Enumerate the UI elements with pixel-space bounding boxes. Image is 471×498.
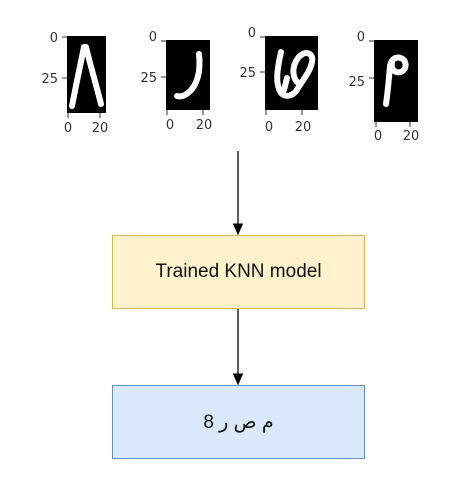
digit-image-2: 0 25 0 20 [140,30,212,133]
image-4-xtick-20: 20 [403,129,420,144]
image-3-xtick-20: 20 [295,120,312,135]
image-2-background [166,40,210,110]
image-4-background [374,40,418,122]
image-1-ytick-25: 25 [41,72,58,87]
image-4-ytick-25: 25 [348,75,365,90]
image-1-xtick-20: 20 [92,121,109,136]
image-2-glyph-stroke [174,51,203,100]
image-3-ytick-0: 0 [248,26,256,41]
image-2-xtick-20: 20 [196,118,213,133]
image-4-ytick-0: 0 [357,30,365,45]
digit-image-1: 0 25 0 20 [41,31,108,136]
image-3-glyph-stroke [274,49,316,99]
image-1-glyph-stroke [69,44,104,109]
image-3-ytick-25: 25 [239,66,256,81]
image-2-ytick-0: 0 [149,30,157,45]
knn-model-box: Trained KNN model [112,235,365,309]
image-2-ytick-25: 25 [140,71,157,86]
image-1-ytick-0: 0 [50,31,58,46]
image-4-glyph-stroke [383,54,409,107]
digit-image-4: 0 25 0 20 [348,30,419,144]
prediction-output-box: م ص ر 8 [112,385,365,459]
image-3-xtick-0: 0 [265,120,273,135]
knn-model-label: Trained KNN model [155,261,322,282]
image-2-xtick-0: 0 [166,118,174,133]
prediction-output-label: م ص ر 8 [203,411,274,433]
digit-image-3: 0 25 0 20 [239,26,318,135]
image-1-xtick-0: 0 [64,121,72,136]
image-4-xtick-0: 0 [374,129,382,144]
